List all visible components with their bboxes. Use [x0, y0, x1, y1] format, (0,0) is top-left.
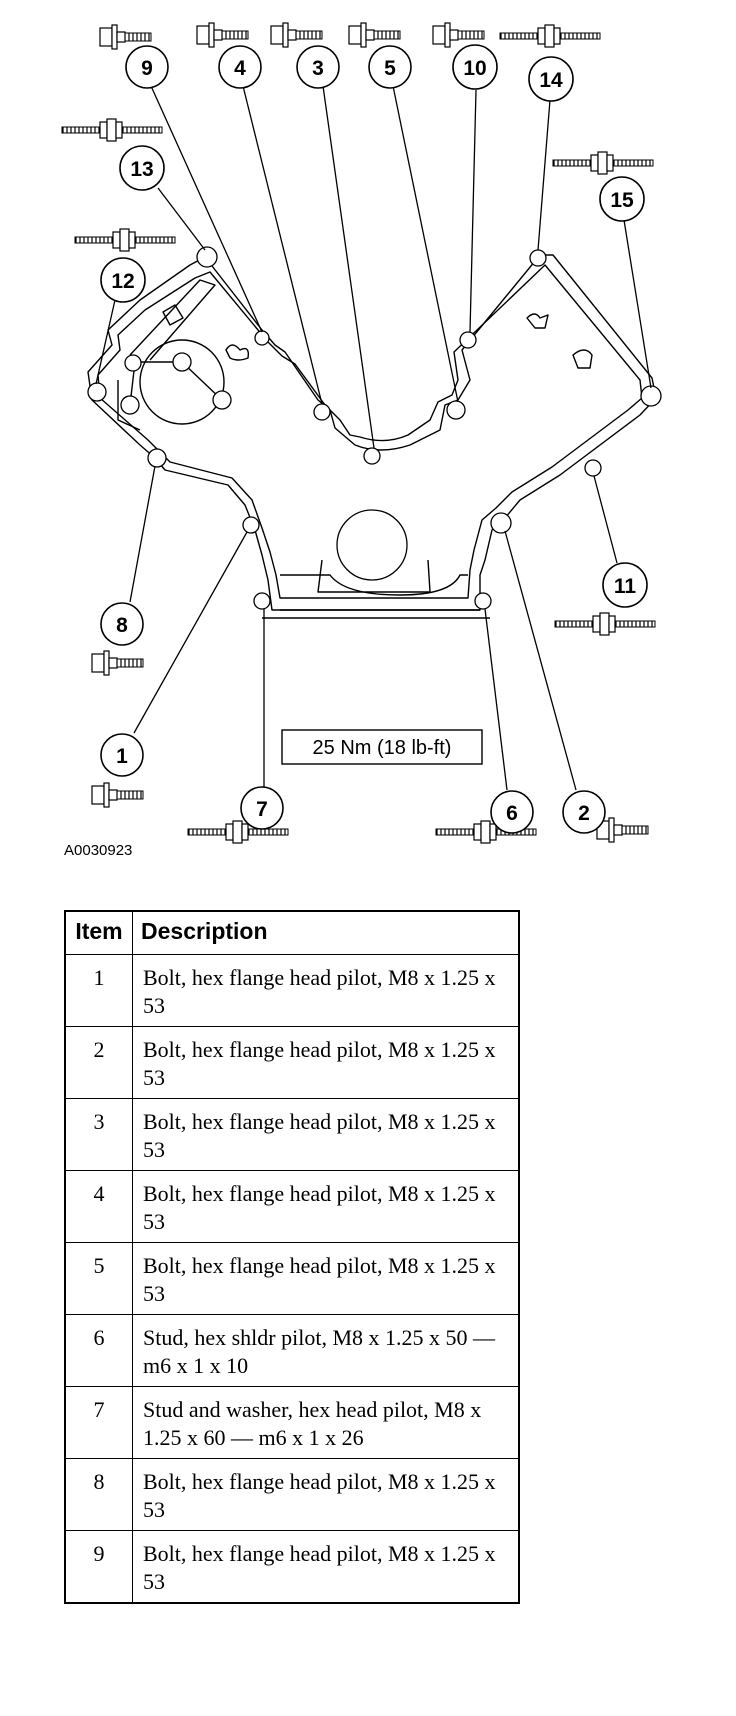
table-row: 9 Bolt, hex flange head pilot, M8 x 1.25…: [64, 1530, 520, 1604]
parts-table: Item Description 1 Bolt, hex flange head…: [64, 910, 520, 1604]
torque-spec: 25 Nm (18 lb-ft): [313, 737, 452, 759]
callout-label: 15: [610, 189, 634, 212]
callout-6: 6: [490, 790, 534, 834]
callout-4: 4: [218, 45, 262, 89]
item-description: Bolt, hex flange head pilot, M8 x 1.25 x…: [132, 1026, 520, 1099]
callout-label: 5: [384, 57, 396, 80]
callout-label: 1: [116, 745, 128, 768]
item-description: Bolt, hex flange head pilot, M8 x 1.25 x…: [132, 954, 520, 1027]
torque-spec-box: 25 Nm (18 lb-ft): [281, 729, 483, 765]
column-header-description: Description: [132, 910, 520, 955]
front-cover-diagram: 9 4 3 5 10 14 13 15 12 8 11 1: [61, 22, 662, 844]
table-row: 7 Stud and washer, hex head pilot, M8 x …: [64, 1386, 520, 1459]
item-description: Bolt, hex flange head pilot, M8 x 1.25 x…: [132, 1242, 520, 1315]
callout-7: 7: [240, 786, 284, 830]
item-description: Bolt, hex flange head pilot, M8 x 1.25 x…: [132, 1098, 520, 1171]
callout-label: 7: [256, 798, 268, 821]
item-number: 6: [64, 1314, 133, 1387]
callout-label: 9: [141, 57, 153, 80]
item-number: 3: [64, 1098, 133, 1171]
callout-12: 12: [100, 257, 146, 303]
table-row: 4 Bolt, hex flange head pilot, M8 x 1.25…: [64, 1170, 520, 1243]
leader-lines: [95, 85, 652, 791]
callout-label: 14: [539, 69, 563, 92]
callout-label: 10: [463, 57, 486, 80]
callout-15: 15: [599, 176, 645, 222]
table-row: 3 Bolt, hex flange head pilot, M8 x 1.25…: [64, 1098, 520, 1171]
callout-label: 4: [234, 57, 246, 80]
callout-8: 8: [100, 602, 144, 646]
callout-3: 3: [296, 45, 340, 89]
item-description: Stud, hex shldr pilot, M8 x 1.25 x 50 — …: [132, 1314, 520, 1387]
callout-10: 10: [452, 44, 498, 90]
table-row: 2 Bolt, hex flange head pilot, M8 x 1.25…: [64, 1026, 520, 1099]
item-number: 1: [64, 954, 133, 1027]
item-number: 9: [64, 1530, 133, 1604]
item-number: 5: [64, 1242, 133, 1315]
item-description: Stud and washer, hex head pilot, M8 x 1.…: [132, 1386, 520, 1459]
callout-9: 9: [125, 45, 169, 89]
callout-label: 12: [111, 270, 134, 293]
callout-label: 11: [614, 575, 637, 598]
column-header-item: Item: [64, 910, 133, 955]
figure-id: A0030923: [64, 842, 133, 859]
callout-13: 13: [119, 145, 165, 191]
callout-label: 2: [578, 802, 590, 825]
callout-2: 2: [562, 790, 606, 834]
item-description: Bolt, hex flange head pilot, M8 x 1.25 x…: [132, 1170, 520, 1243]
item-number: 7: [64, 1386, 133, 1459]
item-description: Bolt, hex flange head pilot, M8 x 1.25 x…: [132, 1530, 520, 1604]
table-row: 5 Bolt, hex flange head pilot, M8 x 1.25…: [64, 1242, 520, 1315]
callout-label: 13: [130, 158, 153, 181]
callout-1: 1: [100, 733, 144, 777]
item-number: 8: [64, 1458, 133, 1531]
callout-label: 6: [506, 802, 518, 825]
item-description: Bolt, hex flange head pilot, M8 x 1.25 x…: [132, 1458, 520, 1531]
item-number: 2: [64, 1026, 133, 1099]
item-number: 4: [64, 1170, 133, 1243]
front-cover-outline: [87, 246, 662, 619]
table-row: 8 Bolt, hex flange head pilot, M8 x 1.25…: [64, 1458, 520, 1531]
table-header-row: Item Description: [64, 910, 520, 955]
callout-label: 3: [312, 57, 324, 80]
callout-11: 11: [602, 562, 648, 608]
callout-label: 8: [116, 614, 128, 637]
callout-5: 5: [368, 45, 412, 89]
table-row: 1 Bolt, hex flange head pilot, M8 x 1.25…: [64, 954, 520, 1027]
callout-14: 14: [528, 56, 574, 102]
table-row: 6 Stud, hex shldr pilot, M8 x 1.25 x 50 …: [64, 1314, 520, 1387]
fasteners: [61, 22, 656, 844]
